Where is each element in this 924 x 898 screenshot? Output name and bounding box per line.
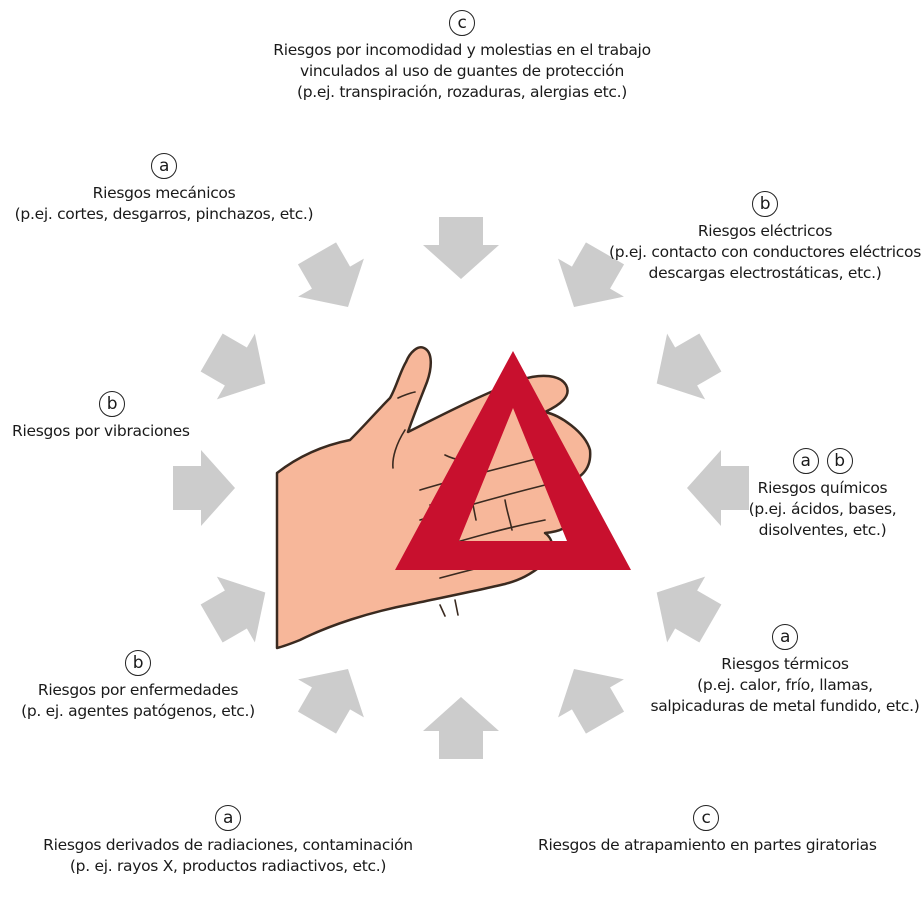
hazard-text-line: Riesgos por incomodidad y molestias en e…	[273, 41, 651, 59]
category-circle: c	[449, 10, 475, 36]
arrow-icon	[200, 333, 266, 400]
hazard-text-line: (p. ej. rayos X, productos radiactivos, …	[69, 857, 387, 875]
hazard-text-line: salpicaduras de metal fundido, etc.)	[650, 697, 920, 715]
arrow-icon	[687, 450, 749, 526]
hazard-text-line: (p.ej. cortes, desgarros, pinchazos, etc…	[14, 205, 314, 223]
warning-triangle-icon	[395, 351, 631, 570]
category-markers: a	[0, 153, 328, 179]
hazard-text-line: Riesgos químicos	[757, 479, 888, 497]
arrow-icon	[656, 576, 722, 643]
category-circle: b	[752, 191, 778, 217]
category-circle: b	[125, 650, 151, 676]
hazard-text-line: descargas electrostáticas, etc.)	[648, 264, 882, 282]
hazard-text-line: Riesgos térmicos	[721, 655, 849, 673]
hazard-text-line: (p.ej. calor, frío, llamas,	[697, 676, 873, 694]
hazard-text-line: (p. ej. agentes patógenos, etc.)	[21, 702, 255, 720]
arrow-icon	[558, 242, 625, 308]
arrow-icon	[423, 697, 499, 759]
arrow-icon	[297, 668, 364, 734]
category-markers: c	[538, 805, 874, 831]
arrow-icon	[173, 450, 235, 526]
hazard-text-line: Riesgos derivados de radiaciones, contam…	[43, 836, 413, 854]
hazard-text-line: Riesgos eléctricos	[697, 222, 833, 240]
hazard-text-line: (p.ej. ácidos, bases,	[748, 500, 897, 518]
arrow-icon	[656, 333, 722, 400]
category-markers: a	[28, 805, 428, 831]
hazard-text-line: (p.ej. contacto con conductores eléctric…	[609, 243, 921, 261]
hazard-text-line: vinculados al uso de guantes de protecci…	[299, 62, 625, 80]
category-circle: b	[826, 448, 853, 474]
category-markers: b	[10, 650, 266, 676]
hand-icon	[275, 346, 592, 650]
category-circle: a	[772, 624, 798, 650]
hazard-text-line: disolventes, etc.)	[758, 521, 887, 539]
category-circle: c	[693, 805, 719, 831]
category-markers: a	[648, 624, 922, 650]
category-circle: b	[99, 391, 125, 417]
hazard-text-line: Riesgos mecánicos	[92, 184, 236, 202]
hazard-text-line: Riesgos de atrapamiento en partes girato…	[538, 836, 877, 854]
hazard-text-line: (p.ej. transpiración, rozaduras, alergia…	[296, 83, 628, 101]
arrow-icon	[297, 242, 364, 308]
category-circle: a	[792, 448, 819, 474]
hazard-text-line: Riesgos por vibraciones	[12, 422, 190, 440]
hazard-text-line: Riesgos por enfermedades	[37, 681, 239, 699]
arrow-icon	[558, 668, 625, 734]
category-markers: c	[262, 10, 662, 36]
category-circle: a	[215, 805, 241, 831]
category-circle: a	[151, 153, 177, 179]
category-markers: b	[606, 191, 924, 217]
hand-palm	[275, 346, 592, 650]
arrow-icon	[423, 217, 499, 279]
category-markers: b	[12, 391, 212, 417]
arrows-group	[173, 217, 749, 759]
arrow-icon	[200, 576, 266, 643]
